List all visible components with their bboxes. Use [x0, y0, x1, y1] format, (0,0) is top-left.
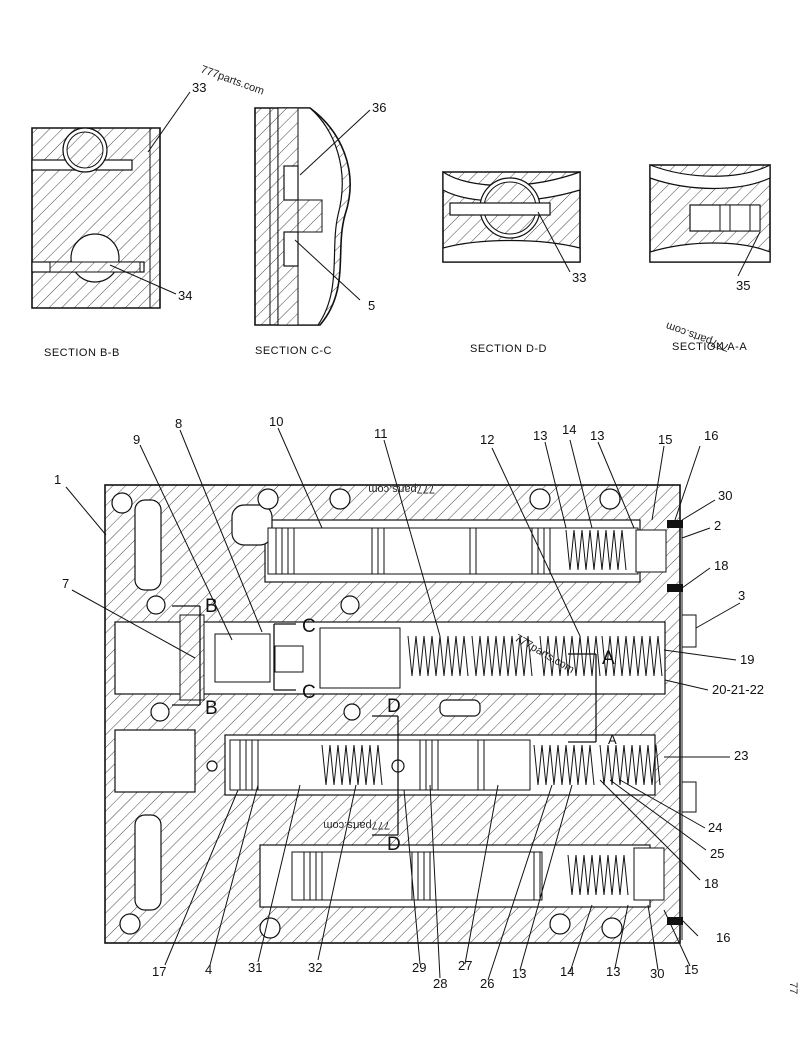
valve-body — [104, 484, 697, 944]
callout-32: 32 — [308, 960, 322, 975]
callout-18-b: 18 — [704, 876, 718, 891]
callout-24: 24 — [708, 820, 722, 835]
section-b-b-caption: SECTION B-B — [44, 347, 120, 359]
callout-15-b: 15 — [684, 962, 698, 977]
section-c-c-caption: SECTION C-C — [255, 345, 332, 357]
callout-4: 4 — [205, 962, 212, 977]
watermark-body-top: 777parts.com — [368, 483, 435, 495]
callout-19: 19 — [740, 652, 754, 667]
callout-12: 12 — [480, 432, 494, 447]
callout-27: 27 — [458, 958, 472, 973]
callout-33-d: 33 — [572, 270, 586, 285]
section-marker-c-lower: C — [302, 682, 316, 703]
callout-33-top: 33 — [192, 80, 206, 95]
callout-23: 23 — [734, 748, 748, 763]
callout-14-a: 14 — [562, 422, 576, 437]
callout-10: 10 — [269, 414, 283, 429]
callout-13-b: 13 — [590, 428, 604, 443]
callout-29: 29 — [412, 960, 426, 975]
section-marker-a-lower: A — [608, 732, 617, 747]
section-b-b-view — [31, 127, 161, 309]
callout-7: 7 — [62, 576, 69, 591]
callout-13-a: 13 — [533, 428, 547, 443]
callout-16-b: 16 — [716, 930, 730, 945]
callout-16-a: 16 — [704, 428, 718, 443]
callout-28: 28 — [433, 976, 447, 991]
callout-15-a: 15 — [658, 432, 672, 447]
callout-2: 2 — [714, 518, 721, 533]
callout-25: 25 — [710, 846, 724, 861]
section-c-c-view — [254, 107, 351, 326]
callout-20-21-22: 20-21-22 — [712, 682, 764, 697]
section-marker-a-upper: A — [602, 648, 615, 669]
callout-36: 36 — [372, 100, 386, 115]
section-marker-b-upper: B — [205, 596, 218, 617]
section-markers — [172, 605, 597, 836]
section-d-d-caption: SECTION D-D — [470, 343, 547, 355]
section-a-a-view — [649, 164, 771, 263]
section-marker-d-upper: D — [387, 696, 401, 717]
callout-18-a: 18 — [714, 558, 728, 573]
callout-35: 35 — [736, 278, 750, 293]
callout-13-d: 13 — [512, 966, 526, 981]
section-marker-b-lower: B — [205, 698, 218, 719]
callout-26: 26 — [480, 976, 494, 991]
callout-8: 8 — [175, 416, 182, 431]
section-marker-d-lower: D — [387, 834, 401, 855]
callout-31: 31 — [248, 960, 262, 975]
callout-17: 17 — [152, 964, 166, 979]
callout-11: 11 — [374, 426, 388, 441]
section-d-d-view — [442, 170, 581, 263]
watermark-top: 777parts.com — [199, 64, 266, 98]
section-a-a-caption: SECTION A-A — [672, 341, 747, 353]
callout-1: 1 — [54, 472, 61, 487]
callout-30-a: 30 — [718, 488, 732, 503]
callout-leaders — [65, 427, 741, 981]
callout-9: 9 — [133, 432, 140, 447]
callout-3: 3 — [738, 588, 745, 603]
edge-mark: 77 — [787, 982, 799, 994]
callout-13-c: 13 — [606, 964, 620, 979]
watermark-body-lower: 777parts.com — [323, 819, 390, 831]
section-marker-c-upper: C — [302, 616, 316, 637]
callout-5: 5 — [368, 298, 375, 313]
callout-34: 34 — [178, 288, 192, 303]
callout-30-b: 30 — [650, 966, 664, 981]
callout-14-b: 14 — [560, 964, 574, 979]
